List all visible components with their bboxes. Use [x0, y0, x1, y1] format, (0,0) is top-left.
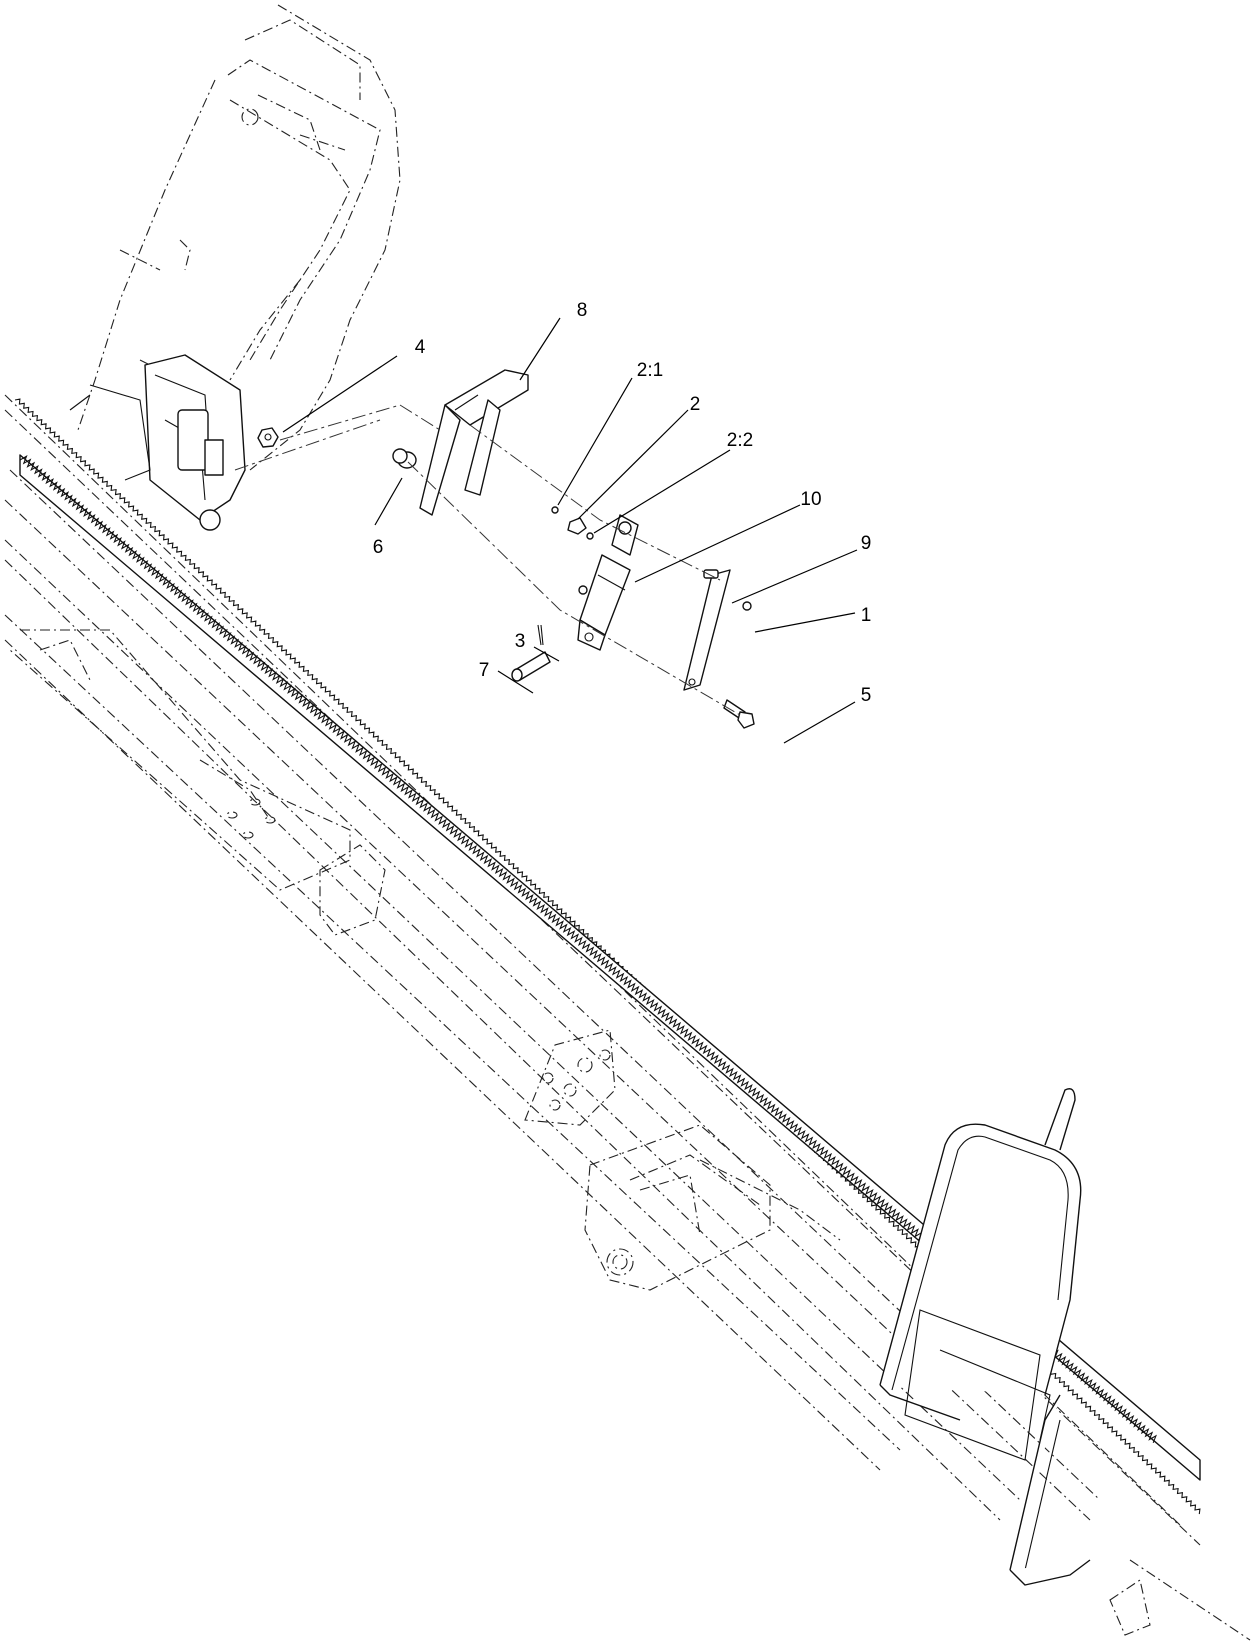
- callout-5: 5: [861, 685, 872, 706]
- callout-8: 8: [577, 300, 588, 321]
- mast-base-bracket: [69, 354, 246, 531]
- part-6-bushing: [392, 448, 417, 469]
- part-10-cylinder: [577, 514, 639, 651]
- center-bracket-plate: [524, 1029, 616, 1126]
- lower-mount-block: [584, 1124, 841, 1291]
- part-8-bracket: [419, 369, 529, 516]
- callout-7: 7: [479, 660, 490, 681]
- callout-leaders: [282, 317, 858, 744]
- callout-4: 4: [415, 337, 426, 358]
- lower-channel-ghost: [9, 629, 386, 936]
- part-4-nut: [257, 427, 279, 448]
- part-9-link-arm: [683, 569, 731, 691]
- callout-1: 1: [861, 605, 872, 626]
- rack-rail: [4, 394, 1201, 1546]
- callout-10: 10: [800, 489, 821, 510]
- part-3-clip: [537, 624, 544, 646]
- callout-3: 3: [515, 631, 526, 652]
- callout-labels: 8 4 2:1 2 2:2 10 9 1 6 3 7 5: [373, 300, 872, 706]
- assembly-centerlines: [234, 404, 741, 716]
- part-1-grease-fitting: [742, 601, 752, 611]
- callout-2-2: 2:2: [727, 430, 753, 451]
- callout-6: 6: [373, 537, 384, 558]
- callout-2: 2: [690, 394, 701, 415]
- step-handle-frame: [879, 1088, 1091, 1586]
- bottom-bracket: [1109, 1559, 1251, 1641]
- part-2-fitting: [551, 506, 594, 540]
- callout-2-1: 2:1: [637, 360, 663, 381]
- callout-9: 9: [861, 533, 872, 554]
- part-7-pin: [511, 651, 551, 682]
